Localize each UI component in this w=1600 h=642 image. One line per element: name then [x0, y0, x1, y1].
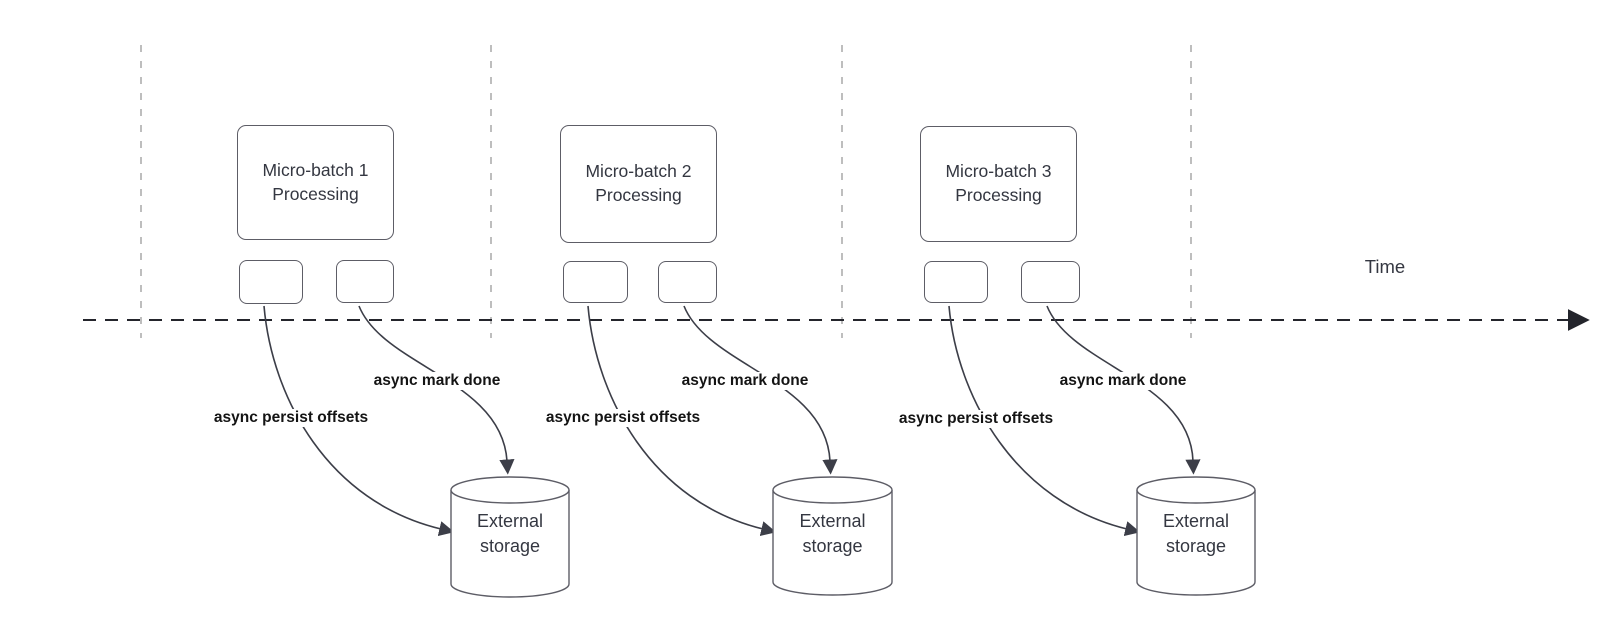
mark-done-task-box-1: [336, 260, 394, 303]
time-axis-label: Time: [1364, 256, 1406, 277]
mark-done-arrow-label-3: async mark done: [1056, 372, 1190, 390]
external-storage-label-3: External storage: [1162, 511, 1230, 556]
micro-batch-1-processing-label: Micro-batch 1 Processing: [262, 159, 369, 204]
persist-offsets-arrow-label-3: async persist offsets: [895, 410, 1057, 428]
external-storage-cylinder-3: [1136, 476, 1256, 596]
persist-offsets-task-box-2: [563, 261, 628, 303]
persist-offsets-connector-2: [587, 305, 777, 537]
persist-offsets-connector-3: [948, 305, 1141, 537]
external-storage-cylinder-2: [772, 476, 893, 596]
micro-batch-2-processing-box: Micro-batch 2 Processing: [560, 125, 717, 243]
persist-offsets-arrow-label-1: async persist offsets: [210, 409, 372, 427]
mark-done-arrow-label-1: async mark done: [370, 372, 504, 390]
persist-offsets-connector-1: [263, 305, 455, 537]
persist-offsets-task-box-1: [239, 260, 303, 304]
micro-batch-1-processing-box: Micro-batch 1 Processing: [237, 125, 394, 240]
external-storage-cylinder-1: [450, 476, 570, 598]
micro-batch-2-processing-label: Micro-batch 2 Processing: [585, 161, 692, 205]
micro-batch-3-processing-box: Micro-batch 3 Processing: [920, 126, 1077, 242]
mark-done-task-box-3: [1021, 261, 1080, 303]
external-storage-label-2: External storage: [799, 511, 866, 556]
mark-done-task-box-2: [658, 261, 717, 303]
external-storage-label-1: External storage: [476, 511, 544, 556]
persist-offsets-arrow-label-2: async persist offsets: [542, 409, 704, 427]
mark-done-arrow-label-2: async mark done: [678, 372, 812, 390]
persist-offsets-task-box-3: [924, 261, 988, 303]
micro-batch-3-processing-label: Micro-batch 3 Processing: [945, 161, 1052, 205]
